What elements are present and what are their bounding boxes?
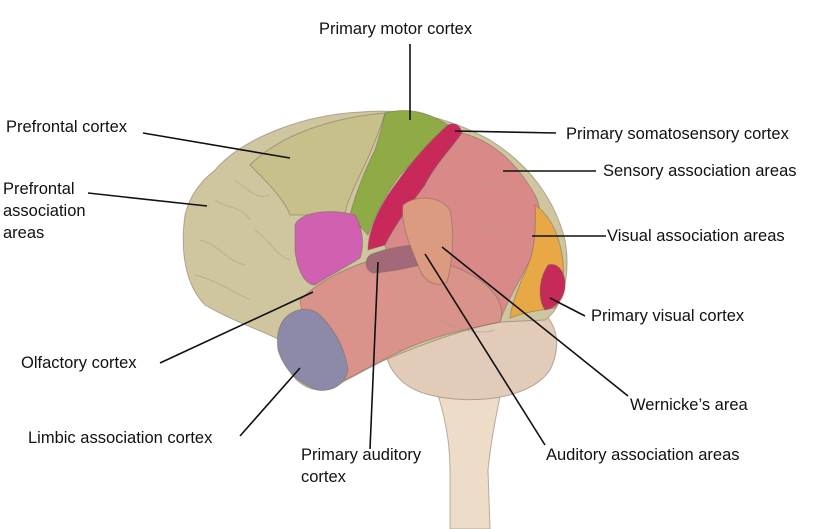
leader-primary-visual [549,297,586,317]
olfactory-region [294,211,363,286]
wernicke-region [402,197,454,285]
primary-motor-cortex-region [349,110,449,236]
label-primary-auditory-line1: Primary auditory [301,446,422,464]
leader-auditory-association [424,253,546,446]
prefrontal-cortex-region [249,112,386,216]
label-olfactory-cortex: Olfactory cortex [21,354,137,372]
leader-wernicke [441,246,629,397]
label-wernickes-area: Wernicke’s area [630,396,748,414]
limbic-association-region [276,308,349,391]
leader-olfactory [159,291,314,364]
leader-limbic [239,367,301,437]
label-limbic-association-cortex: Limbic association cortex [28,429,213,447]
label-sensory-association-areas: Sensory association areas [603,162,797,180]
label-auditory-association-areas: Auditory association areas [546,446,740,464]
label-primary-somatosensory-cortex: Primary somatosensory cortex [566,125,789,143]
label-prefrontal-cortex: Prefrontal cortex [6,118,128,136]
label-primary-visual-cortex: Primary visual cortex [591,307,745,325]
label-visual-association-areas: Visual association areas [607,227,785,245]
label-prefrontal-association-line3: areas [3,224,45,242]
gyri-texture [194,169,521,333]
label-primary-auditory-line2: cortex [301,468,346,486]
label-prefrontal-association-line1: Prefrontal [3,180,75,198]
leader-somatosensory [454,130,557,134]
label-prefrontal-association-areas: Prefrontal association areas [3,178,86,244]
leader-prefrontal [142,132,291,159]
leader-prefrontal-association [87,192,208,207]
label-primary-motor-cortex: Primary motor cortex [319,20,473,38]
leader-primary-auditory [369,261,379,450]
label-prefrontal-association-line2: association [3,202,86,220]
leader-lines [87,44,629,450]
label-primary-auditory-cortex: Primary auditory cortex [301,444,421,488]
